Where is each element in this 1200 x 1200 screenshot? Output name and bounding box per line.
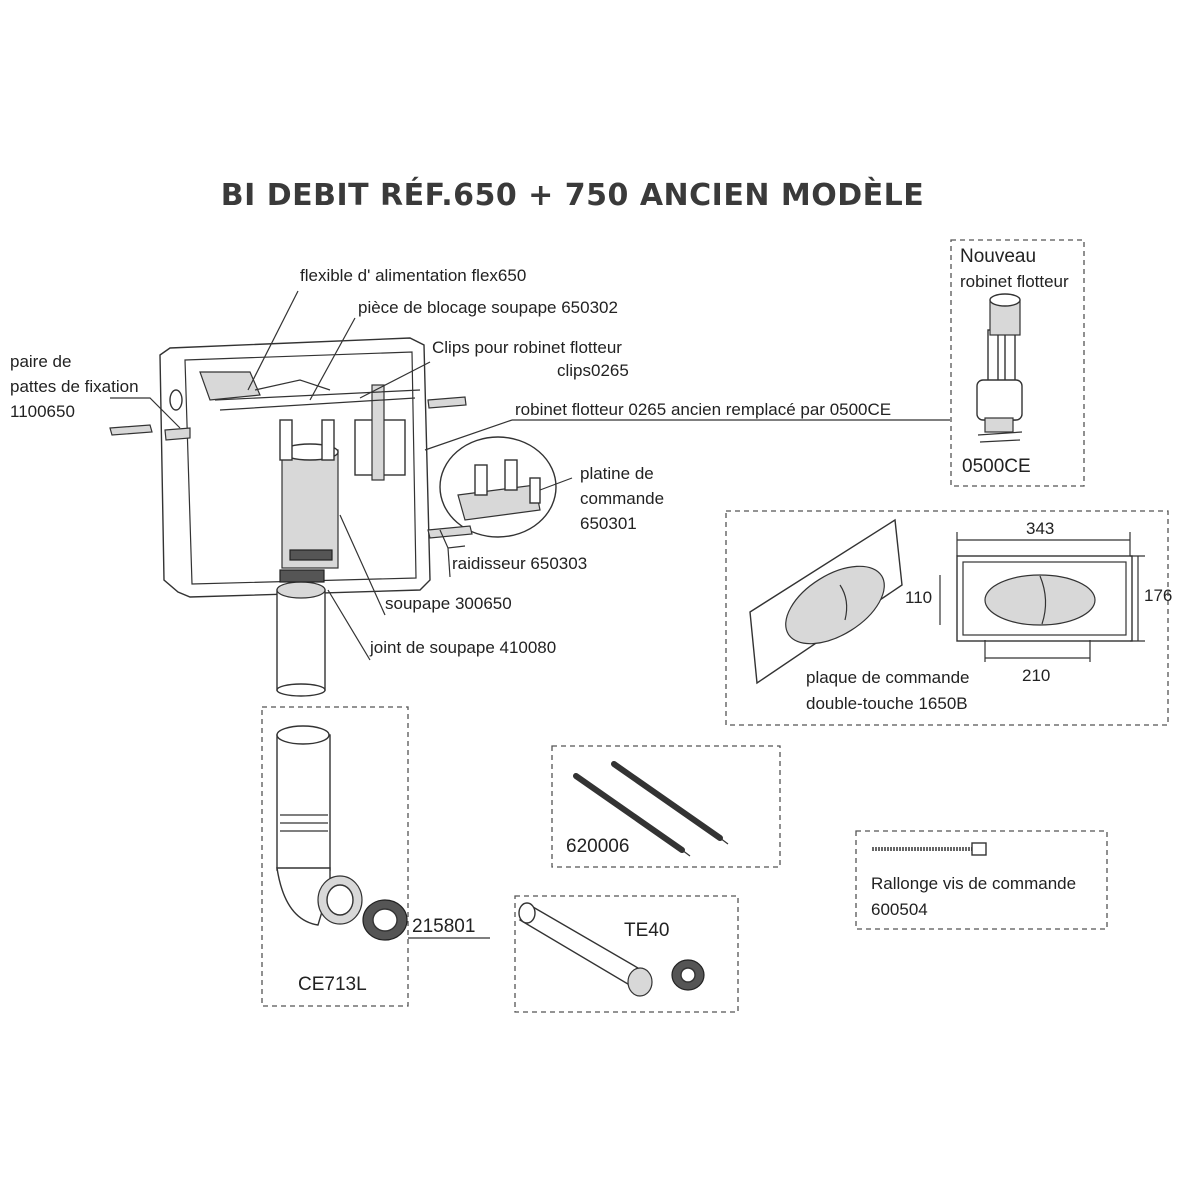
label-platine-line3: 650301 [580, 514, 637, 533]
label-clips-line2: clips0265 [557, 361, 629, 380]
label-joint: joint de soupape 410080 [370, 638, 557, 657]
seal-ref: 215801 [412, 916, 476, 937]
control-rods-drawing [573, 761, 729, 857]
plate-label-line1: plaque de commande [806, 668, 970, 687]
extension-label-line2: 600504 [871, 900, 928, 919]
label-pattes-line3: 1100650 [10, 402, 75, 421]
plate-box [725, 510, 1169, 726]
platine-callout [427, 436, 557, 549]
pipe-drawing [518, 902, 705, 997]
leader-lines [110, 290, 950, 939]
diagram-title: BI DEBIT RÉF.650 + 750 ANCIEN MODÈLE [220, 178, 925, 213]
new-float-valve-ref: 0500CE [962, 456, 1031, 477]
cistern [159, 337, 431, 697]
float-valve-drawing [976, 293, 1023, 443]
label-pattes-line1: paire de [10, 352, 72, 371]
pipe-box [514, 895, 739, 1013]
flush-plate-drawing [749, 518, 1145, 685]
plate-label-line2: double-touche 1650B [806, 694, 968, 713]
fixing-brackets [109, 396, 467, 441]
label-piece-blocage: pièce de blocage soupape 650302 [358, 298, 618, 317]
label-raidisseur: raidisseur 650303 [452, 554, 588, 573]
elbow-box [261, 706, 409, 1007]
label-pattes-line2: pattes de fixation [10, 377, 139, 396]
plate-dim-height-outer: 176 [1144, 586, 1173, 605]
elbow-drawing [276, 725, 408, 941]
plate-dim-width-inner: 210 [1022, 666, 1051, 685]
label-soupape: soupape 300650 [385, 594, 512, 613]
extension-box [855, 830, 1108, 930]
rods-box [551, 745, 781, 868]
new-float-valve-line1: Nouveau [960, 246, 1037, 267]
label-clips-line1: Clips pour robinet flotteur [432, 338, 622, 357]
label-platine-line2: commande [580, 489, 665, 508]
plate-dim-width: 343 [1026, 519, 1055, 538]
extension-screw-drawing [872, 842, 987, 856]
plate-dim-height-inner: 110 [905, 588, 933, 607]
rods-ref: 620006 [566, 836, 630, 857]
new-float-valve-line2: robinet flotteur [960, 272, 1069, 291]
pipe-ref: TE40 [624, 920, 670, 941]
label-platine-line1: platine de [580, 464, 654, 483]
float-valve-box [950, 239, 1085, 487]
extension-label-line1: Rallonge vis de commande [871, 874, 1077, 893]
label-robinet: robinet flotteur 0265 ancien remplacé pa… [515, 400, 892, 419]
elbow-ref: CE713L [298, 974, 367, 995]
label-flexible: flexible d' alimentation flex650 [300, 266, 527, 285]
